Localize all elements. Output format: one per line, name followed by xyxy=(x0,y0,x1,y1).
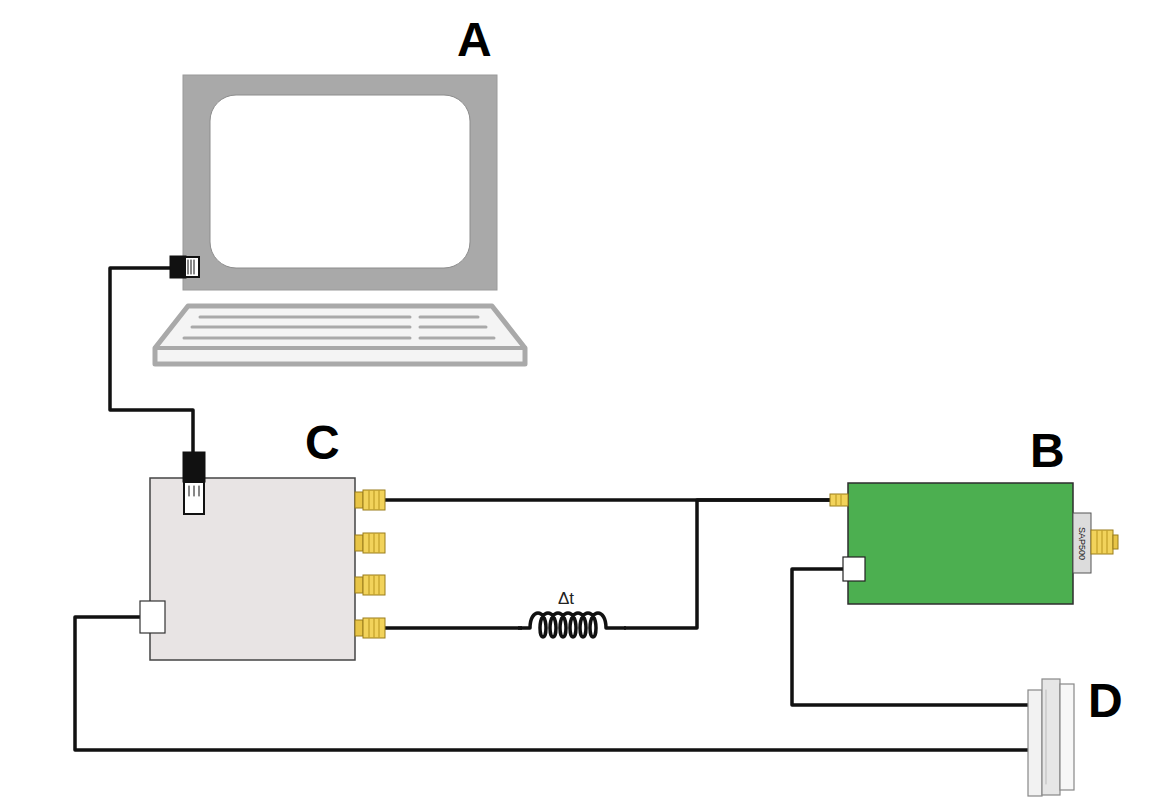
rj45-tip xyxy=(184,482,204,514)
sma-thread xyxy=(374,534,375,552)
sma-connector xyxy=(830,494,848,506)
sma-thread xyxy=(836,495,837,505)
sma-thread xyxy=(369,534,370,552)
part-drawing xyxy=(140,452,385,660)
sma-thread xyxy=(1102,531,1103,553)
key-row xyxy=(200,316,410,319)
monitor-screen xyxy=(210,95,470,268)
part-letter: C xyxy=(305,419,340,467)
part-letter: B xyxy=(1030,427,1065,475)
sma-collar xyxy=(355,577,363,593)
rj45-contact xyxy=(199,486,200,496)
sma-thread xyxy=(369,491,370,509)
key-row xyxy=(420,326,486,329)
rj45-plug xyxy=(183,452,205,482)
sma-thread xyxy=(369,576,370,594)
model-label: SAP500 xyxy=(1078,526,1087,559)
sma-collar xyxy=(355,492,363,508)
sma-collar xyxy=(355,620,363,636)
key-row xyxy=(420,337,494,340)
connector-plate xyxy=(1028,690,1042,796)
sma-thread xyxy=(379,534,380,552)
part-letter: A xyxy=(457,16,492,64)
keyboard-edge xyxy=(155,346,525,350)
sma-thread xyxy=(1097,531,1098,553)
part-outline xyxy=(183,75,497,290)
rj45-tip xyxy=(185,257,199,277)
part-drawing xyxy=(830,483,1118,604)
rj45-contact xyxy=(194,260,195,274)
laptop-computer: A xyxy=(183,75,497,290)
delay-label: Δt xyxy=(556,590,576,609)
sma-collar xyxy=(355,535,363,551)
rj45-plug xyxy=(170,256,186,278)
sma-connector xyxy=(363,575,385,595)
key-row xyxy=(420,316,478,319)
rj45-contact xyxy=(188,260,189,274)
sma-thread xyxy=(374,619,375,637)
sensor-connector-body xyxy=(1073,513,1091,573)
sma-connector xyxy=(363,533,385,553)
rj45-contact xyxy=(194,486,195,496)
part-outline xyxy=(1028,676,1075,796)
sma-thread xyxy=(379,576,380,594)
monitor-frame xyxy=(183,75,497,290)
sensor-connector xyxy=(1091,530,1113,554)
control-box xyxy=(150,478,355,660)
sma-thread xyxy=(374,491,375,509)
sma-thread xyxy=(1107,531,1108,553)
connector-shell xyxy=(1042,679,1060,795)
cable-port xyxy=(843,557,865,581)
sma-thread xyxy=(379,491,380,509)
part-drawing xyxy=(1028,679,1074,796)
connector-flange xyxy=(1060,684,1074,790)
part-letter: D xyxy=(1088,677,1123,725)
rj45-contact xyxy=(189,486,190,496)
sensor-connector-tip xyxy=(1113,535,1118,549)
sma-thread xyxy=(841,495,842,505)
connector-ridge xyxy=(1046,690,1047,784)
cable-connector: D xyxy=(1028,676,1075,796)
keyboard-base xyxy=(155,306,525,364)
delay-coil xyxy=(518,613,626,637)
cable xyxy=(110,268,193,478)
sensor-board: B xyxy=(848,483,1073,604)
sma-thread xyxy=(369,619,370,637)
control-box: C xyxy=(150,478,355,660)
cable-port xyxy=(140,601,165,633)
sma-connector xyxy=(363,618,385,638)
part-outline xyxy=(848,483,1073,604)
sma-thread xyxy=(379,619,380,637)
sma-thread xyxy=(374,576,375,594)
sensor-board xyxy=(848,483,1073,604)
key-row xyxy=(192,326,410,329)
sma-connector xyxy=(363,490,385,510)
rj45-contact xyxy=(191,260,192,274)
part-outline xyxy=(150,478,355,660)
part-drawing xyxy=(155,75,525,364)
key-row xyxy=(184,337,410,340)
